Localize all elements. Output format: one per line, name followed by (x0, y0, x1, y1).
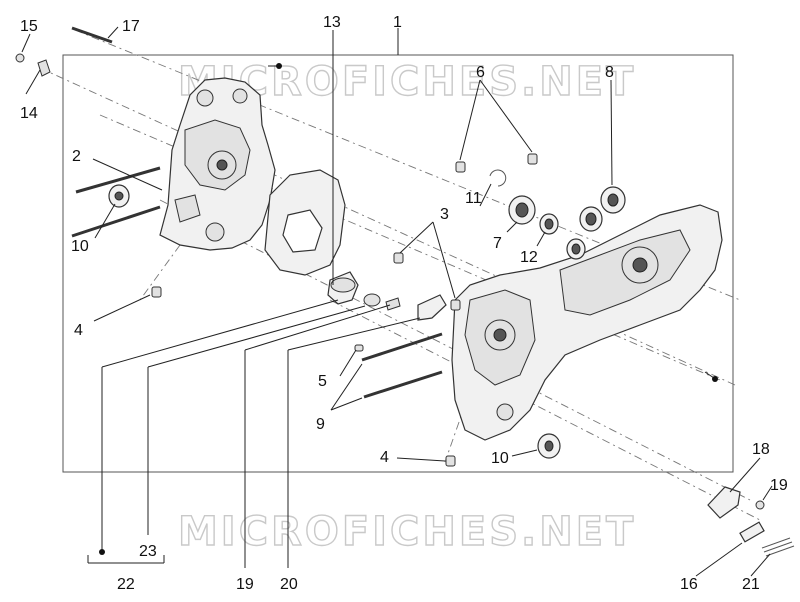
callout-6: 6 (476, 64, 485, 81)
callout-14: 14 (20, 105, 38, 122)
callout-16: 16 (680, 576, 698, 593)
callout-15: 15 (20, 18, 38, 35)
callout-23: 23 (139, 543, 157, 560)
callout-4-left: 4 (74, 322, 83, 339)
marker-dot-bottom (99, 549, 105, 555)
callout-labels: 1 2 3 4 4 5 6 7 8 9 10 10 11 12 13 14 15… (20, 14, 788, 593)
callout-13: 13 (323, 14, 341, 31)
callout-12: 12 (520, 249, 538, 266)
callout-19-bottom: 19 (236, 576, 254, 593)
silent-blocks (108, 184, 561, 459)
callout-19-right: 19 (770, 477, 788, 494)
small-hardware (15, 53, 795, 557)
marker-dot-right (712, 376, 718, 382)
callout-2: 2 (72, 148, 81, 165)
leader-lines (21, 26, 773, 577)
callout-21: 21 (742, 576, 760, 593)
callout-5: 5 (318, 373, 327, 390)
left-crankcase-half (159, 77, 276, 251)
watermark-bottom: MICROFICHES.NET (178, 509, 636, 555)
studs (71, 26, 443, 399)
callout-8: 8 (605, 64, 614, 81)
gasket (264, 169, 346, 276)
callout-4-bottom: 4 (380, 449, 389, 466)
marker-dot-left (276, 63, 282, 69)
callout-10-left: 10 (71, 238, 89, 255)
callout-7: 7 (493, 235, 502, 252)
bearings (489, 169, 626, 260)
oil-filter-fitting (327, 271, 381, 307)
callout-9: 9 (316, 416, 325, 433)
callout-18: 18 (752, 441, 770, 458)
callout-10-bottom: 10 (491, 450, 509, 467)
callout-1: 1 (393, 14, 402, 31)
dowels (151, 153, 538, 467)
callout-17: 17 (122, 18, 140, 35)
callout-22: 22 (117, 576, 135, 593)
callout-11: 11 (465, 190, 482, 207)
callout-20: 20 (280, 576, 298, 593)
callout-3: 3 (440, 206, 449, 223)
